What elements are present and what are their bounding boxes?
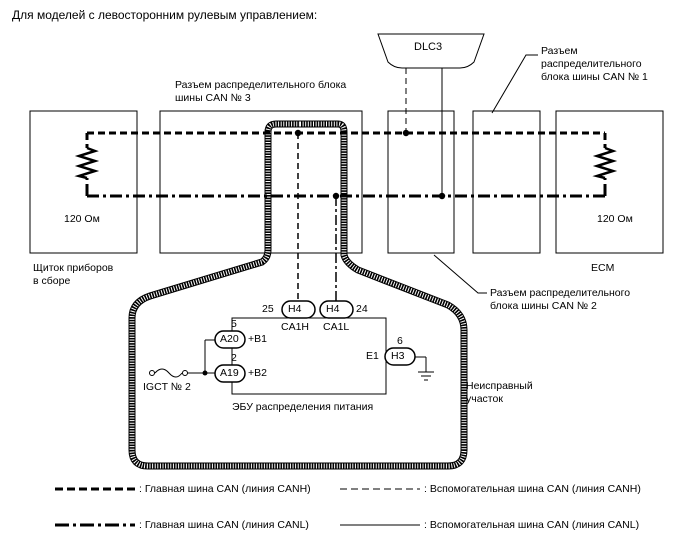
junction-1-label-line3: блока шины CAN № 1 — [541, 71, 648, 83]
connector-h4-canh — [281, 300, 316, 319]
h3-code: H3 — [391, 350, 405, 362]
resistor-right — [592, 146, 618, 180]
junction-1-label-line1: Разъем — [541, 45, 578, 57]
fault-area-hatching — [129, 121, 467, 469]
legend-main-canh: : Главная шина CAN (линия CANH) — [139, 483, 311, 495]
dlc3-connector — [377, 33, 485, 69]
ecm-label: ECM — [591, 262, 615, 274]
junction-dot — [332, 192, 340, 200]
a20-pin: 5 — [231, 318, 237, 330]
junction-dot — [402, 129, 410, 137]
meter-label-line2: в сборе — [33, 275, 71, 287]
a20-code: A20 — [220, 333, 239, 345]
fault-area-label-line1: Неисправный — [466, 380, 533, 392]
h4-canl-pin: 24 — [356, 303, 368, 315]
junction-3-label-line1: Разъем распределительного блока — [175, 79, 347, 91]
h3-pin: 6 — [397, 335, 403, 347]
ecm-box — [555, 110, 664, 254]
junction-2-box — [387, 110, 455, 254]
igct-fuse-terminal — [182, 370, 188, 376]
resistor-left — [74, 146, 100, 180]
junction-1-label-line2: распределительного — [541, 58, 642, 70]
resistor-right-label: 120 Ом — [597, 213, 633, 225]
connector-h4-canl — [319, 300, 354, 319]
a19-code: A19 — [220, 367, 239, 379]
legend-main-canl: : Главная шина CAN (линия CANL) — [139, 519, 309, 531]
igct-label: IGCT № 2 — [143, 381, 191, 393]
a19-pin: 2 — [231, 352, 237, 364]
legend-sub-canl: : Вспомогательная шина CAN (линия CANL) — [424, 519, 640, 531]
h3-signal: E1 — [366, 350, 379, 362]
page-heading: Для моделей с левосторонним рулевым упра… — [12, 8, 318, 22]
a20-signal: +B1 — [248, 333, 267, 345]
dlc3-label: DLC3 — [414, 41, 443, 53]
h4-canl-signal: CA1L — [323, 321, 350, 333]
resistor-left-label: 120 Ом — [64, 213, 100, 225]
junction-3-label-line2: шины CAN № 3 — [175, 92, 251, 104]
power-distribution-ecu-label: ЭБУ распределения питания — [232, 401, 374, 413]
igct-fuse-terminal — [149, 370, 155, 376]
junction-dot — [202, 370, 208, 376]
main-bus-canh — [85, 131, 607, 148]
junction-1-box — [472, 110, 541, 254]
leader-junction-2 — [433, 254, 487, 294]
main-bus-canl — [85, 178, 607, 198]
legend-sub-canh: : Вспомогательная шина CAN (линия CANH) — [424, 483, 641, 495]
igct-fuse-icon — [154, 368, 183, 378]
meter-box — [29, 110, 138, 254]
h4-canl-code: H4 — [326, 303, 340, 315]
leader-junction-1 — [491, 54, 538, 114]
h4-canh-pin: 25 — [262, 303, 274, 315]
junction-dot — [438, 192, 446, 200]
h4-canh-code: H4 — [288, 303, 302, 315]
a19-signal: +B2 — [248, 367, 267, 379]
junction-2-label-line2: блока шины CAN № 2 — [490, 300, 597, 312]
fault-area-label-line2: участок — [466, 393, 503, 405]
junction-dot — [294, 129, 302, 137]
h4-canh-signal: CA1H — [281, 321, 310, 333]
meter-label-line1: Щиток приборов — [33, 262, 114, 274]
junction-3-box — [159, 110, 363, 254]
ground-icon — [418, 371, 434, 381]
junction-2-label-line1: Разъем распределительного — [490, 287, 631, 299]
